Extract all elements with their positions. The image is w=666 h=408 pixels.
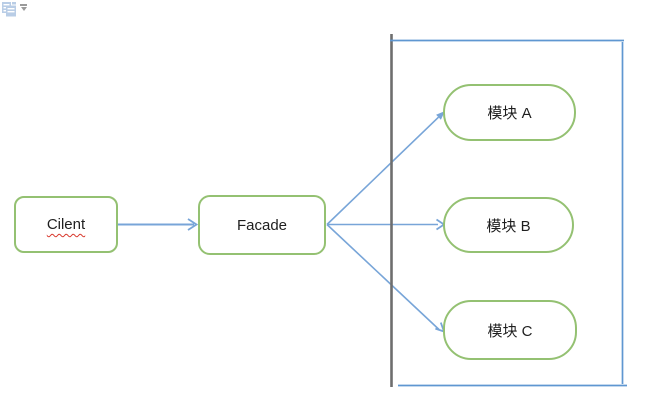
node-client[interactable]: Cilent — [14, 196, 118, 253]
node-module-b-label: 模块 B — [486, 217, 531, 235]
node-facade-label: Facade — [236, 216, 288, 234]
edge-facade-module-a[interactable] — [326, 111, 445, 226]
paste-clipboard-icon — [2, 2, 16, 22]
node-client-label: Cilent — [46, 216, 86, 233]
edge-facade-module-b[interactable] — [327, 218, 446, 231]
node-module-b[interactable]: 模块 B — [443, 197, 574, 253]
node-facade[interactable]: Facade — [198, 195, 326, 255]
node-module-a[interactable]: 模块 A — [443, 84, 576, 141]
paste-options-button[interactable] — [2, 2, 28, 18]
edge-client-facade[interactable] — [118, 218, 199, 231]
node-module-c[interactable]: 模块 C — [443, 300, 577, 360]
dropdown-arrow-icon[interactable] — [19, 4, 28, 11]
node-module-a-label: 模块 A — [487, 105, 532, 122]
node-module-c-label: 模块 C — [487, 322, 533, 340]
edge-facade-module-c[interactable] — [326, 223, 446, 333]
frame-container — [390, 34, 627, 387]
